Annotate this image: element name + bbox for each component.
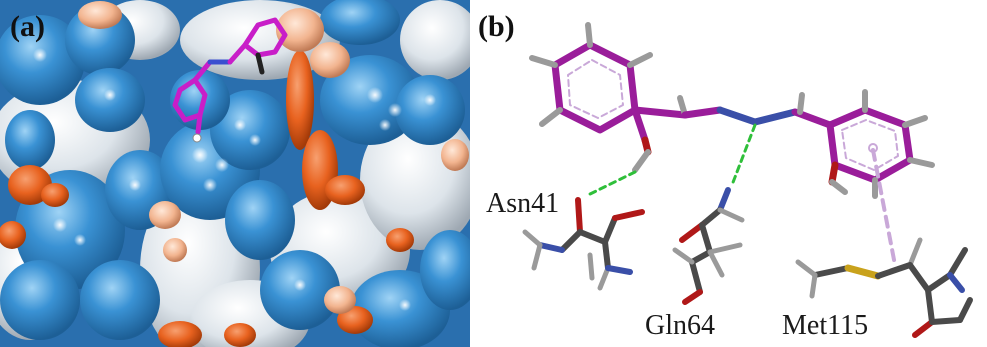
panel-a-label: (a): [10, 10, 45, 43]
residue-gln64: [672, 187, 745, 305]
hydrophobic-regions: [0, 50, 414, 347]
residue-asn41: [522, 197, 645, 291]
panel-b-label: (b): [478, 10, 515, 43]
residue-label-met115: Met115: [782, 310, 869, 341]
hydrophilic-regions: [0, 0, 470, 347]
pi-sulfur-interaction: [871, 148, 897, 267]
residue-met115: [795, 237, 973, 338]
interaction-panel: (b) Asn41 Gln64 Met115: [470, 0, 987, 347]
partial-hydrophobic-regions: [78, 1, 469, 314]
hydrogen-bonds: [586, 123, 757, 197]
ligand-structure: [529, 22, 935, 199]
hydrophobicity-surface: [0, 0, 470, 347]
residue-label-asn41: Asn41: [486, 188, 560, 219]
surface-highlights: [33, 48, 436, 311]
residue-label-gln64: Gln64: [645, 310, 715, 341]
surface-panel: (a): [0, 0, 470, 347]
interaction-diagram: [522, 22, 973, 338]
docked-ligand: [172, 17, 288, 143]
